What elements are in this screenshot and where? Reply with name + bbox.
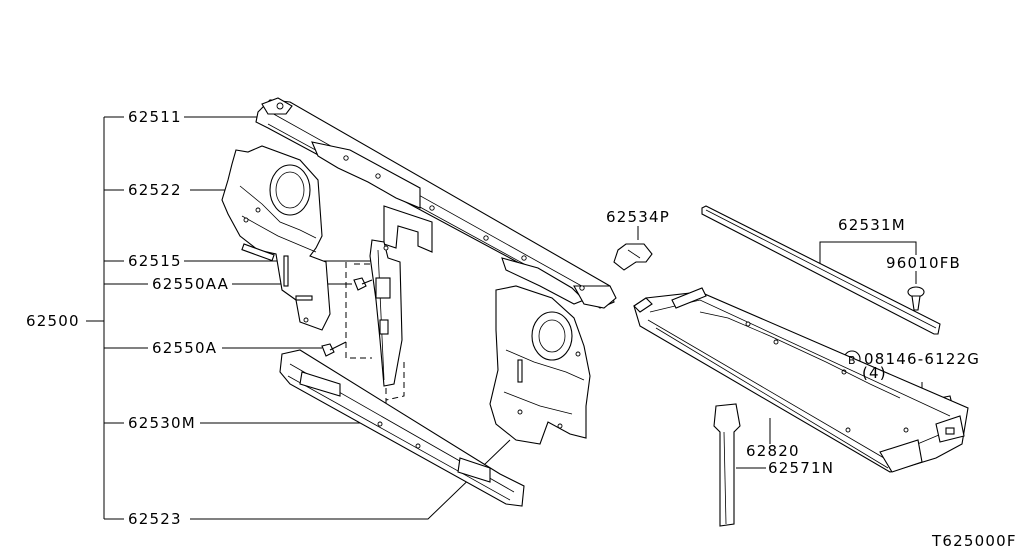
label-62550A: 62550A [152, 339, 217, 357]
part-62534P-clip [613, 243, 653, 271]
label-62531M: 62531M [838, 216, 906, 234]
part-62550AA-bolt [353, 277, 373, 291]
part-62530M-lower-support [279, 349, 525, 507]
label-bolt-marker: B [848, 354, 857, 367]
part-62550A-bolt [321, 341, 347, 357]
label-62522: 62522 [128, 181, 182, 199]
label-bolt-quantity: (4) [862, 364, 887, 382]
label-62511: 62511 [128, 108, 182, 126]
label-62530M: 62530M [128, 414, 196, 432]
label-96010FB: 96010FB [886, 254, 961, 272]
part-96010FB-clip [907, 286, 925, 311]
part-62523-right-side-panel [489, 285, 591, 445]
label-62534P: 62534P [606, 208, 670, 226]
part-62820-under-cover [633, 287, 969, 473]
part-62511-upper-support [255, 97, 617, 309]
label-62550AA: 62550AA [152, 275, 229, 293]
drawing-code: T625000F [931, 532, 1017, 550]
part-62515-center-stay [345, 239, 405, 415]
part-labels: 62511 62522 62515 62550AA 62500 62550A 6… [26, 108, 1017, 550]
part-62531M-seal [701, 205, 941, 335]
label-08146-6122G: 08146-6122G [864, 350, 980, 368]
part-62571N-air-guide [713, 403, 741, 527]
part-62522-left-side-panel [221, 145, 331, 331]
label-62515: 62515 [128, 252, 182, 270]
label-62523: 62523 [128, 510, 182, 528]
group-bracket-62500 [86, 116, 148, 520]
label-62820: 62820 [746, 442, 800, 460]
label-62500: 62500 [26, 312, 80, 330]
label-62571N: 62571N [768, 459, 834, 477]
